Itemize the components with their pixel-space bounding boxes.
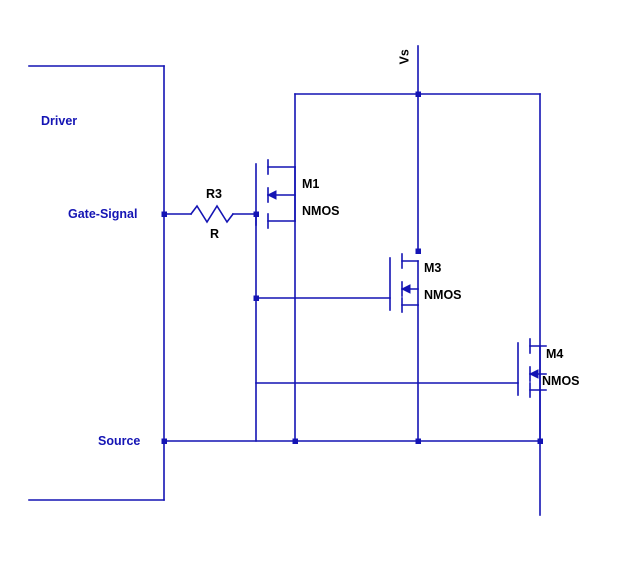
mosfet-m1 [255, 159, 296, 442]
junction-dot-m3-gate [253, 295, 259, 301]
m1-bulk-arrow [266, 190, 277, 200]
junction-dot-vs [415, 91, 421, 97]
mosfet-m3 [255, 253, 419, 442]
m1-type-label: NMOS [302, 204, 340, 218]
source-label: Source [98, 434, 141, 448]
m4-type-label: NMOS [542, 374, 580, 388]
junction-dot-source-driver [161, 438, 167, 444]
driver-block-outline [28, 65, 165, 501]
junction-dots [161, 91, 543, 444]
m3-designator-label: M3 [424, 261, 442, 275]
junction-dot-source-m1 [292, 438, 298, 444]
resistor-value-label: R [210, 227, 220, 241]
junction-dot-source-m3 [415, 438, 421, 444]
resistor-r3-zigzag [189, 204, 235, 224]
junction-dot-gate-signal [161, 211, 167, 217]
resistor-designator-label: R3 [206, 187, 222, 201]
driver-label: Driver [41, 114, 78, 128]
m3-type-label: NMOS [424, 288, 462, 302]
vs-label: Vs [397, 49, 412, 65]
junction-dot-m3-drain [415, 248, 421, 254]
gate-signal-label: Gate-Signal [68, 207, 138, 221]
m3-bulk-arrow [400, 284, 411, 294]
mosfet-m4 [255, 338, 547, 516]
m1-designator-label: M1 [302, 177, 320, 191]
junction-dot-m1-gate [253, 211, 259, 217]
m4-designator-label: M4 [546, 347, 564, 361]
junction-dot-source-m4 [537, 438, 543, 444]
m4-bulk-arrow [528, 369, 539, 379]
gate-signal-net [163, 204, 257, 224]
